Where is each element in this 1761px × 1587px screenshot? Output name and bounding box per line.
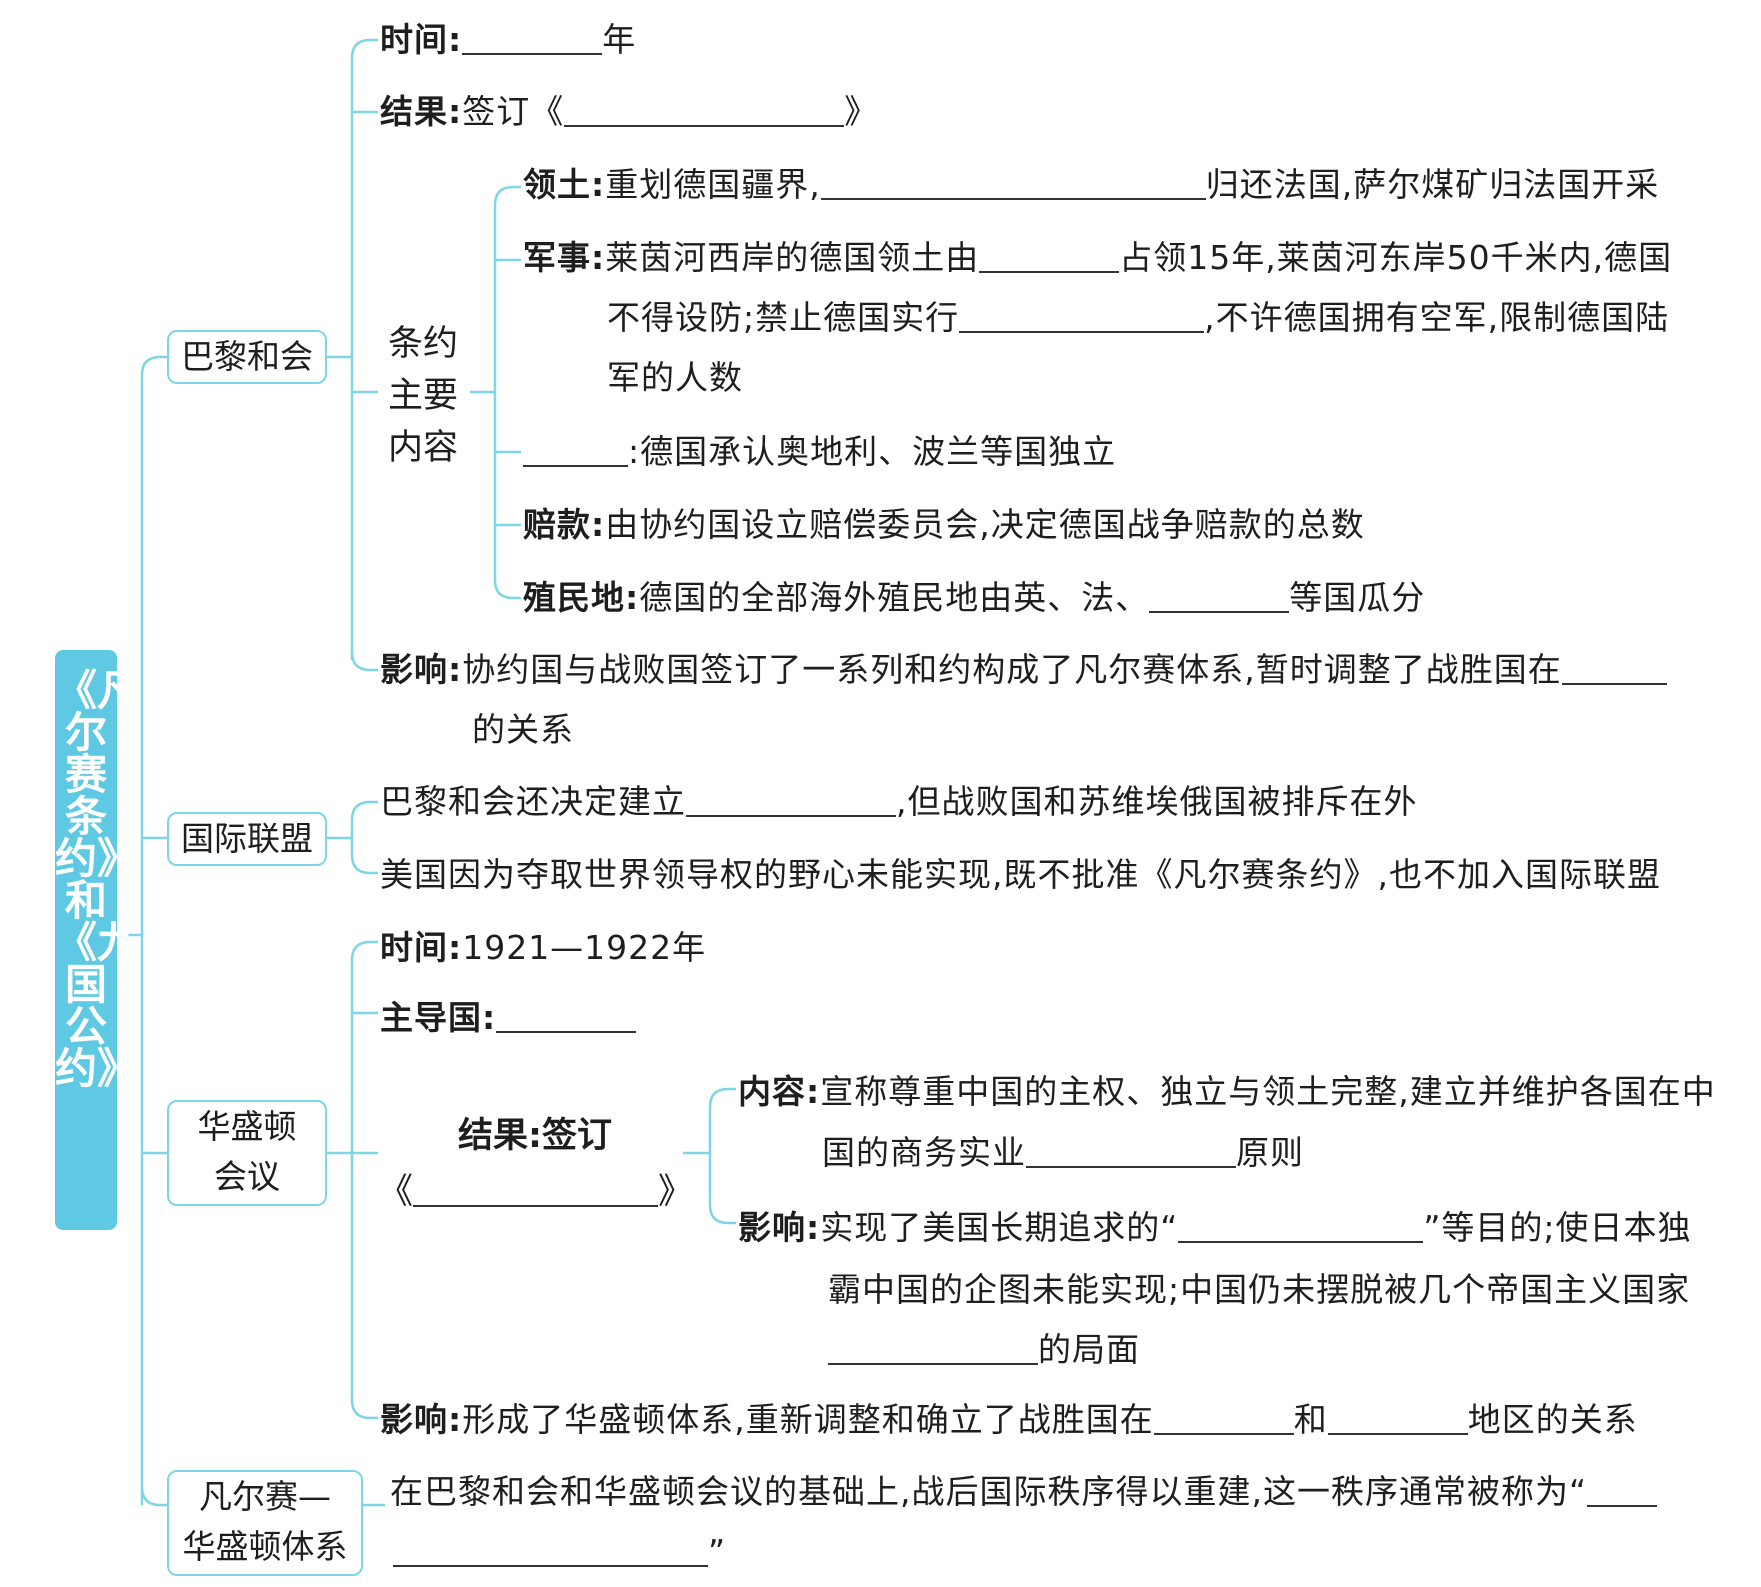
region-blank-1[interactable] bbox=[1153, 1403, 1294, 1435]
washington-content-row: 内容:宣称尊重中国的主权、独立与领土完整,建立并维护各国在中 bbox=[738, 1072, 1716, 1111]
league-blank[interactable] bbox=[686, 785, 896, 817]
paris-time-row: 时间:年 bbox=[380, 20, 637, 59]
washington-treaty-blank[interactable] bbox=[413, 1175, 659, 1207]
principle-blank[interactable] bbox=[1026, 1136, 1236, 1168]
military-row: 军事:莱茵河西岸的德国领土由占领15年,莱茵河东岸50千米内,德国 bbox=[523, 238, 1673, 277]
leader-country-blank[interactable] bbox=[496, 1001, 637, 1033]
military-system-blank[interactable] bbox=[959, 301, 1205, 333]
system-row-1: 在巴黎和会和华盛顿会议的基础上,战后国际秩序得以重建,这一秩序通常被称为“ bbox=[390, 1472, 1658, 1512]
washington-time-row: 时间:1921—1922年 bbox=[380, 928, 707, 967]
washington-content-row-2: 国的商务实业原则 bbox=[822, 1133, 1304, 1172]
washington-effect-row: 影响:实现了美国长期追求的“”等目的;使日本独 bbox=[738, 1208, 1692, 1247]
military-row-2: 不得设防;禁止德国实行,不许德国拥有空军,限制德国陆 bbox=[607, 298, 1670, 337]
system-blank-1[interactable] bbox=[1587, 1475, 1658, 1507]
independence-row: :德国承认奥地利、波兰等国独立 bbox=[523, 432, 1116, 472]
region-blank-2[interactable] bbox=[1327, 1403, 1468, 1435]
root-title-box: 《凡尔赛条约》和《九国公约》 bbox=[55, 650, 140, 1230]
league-title: 国际联盟 bbox=[181, 819, 313, 858]
territory-row: 领土:重划德国疆界,归还法国,萨尔煤矿归法国开采 bbox=[523, 165, 1660, 204]
washington-impact-row: 影响:形成了华盛顿体系,重新调整和确立了战胜国在和地区的关系 bbox=[380, 1400, 1638, 1439]
territory-blank[interactable] bbox=[820, 168, 1206, 200]
colonies-blank[interactable] bbox=[1149, 581, 1290, 613]
league-row-1: 巴黎和会还决定建立,但战败国和苏维埃俄国被排斥在外 bbox=[380, 782, 1418, 821]
colonies-row: 殖民地:德国的全部海外殖民地由英、法、等国瓜分 bbox=[523, 578, 1426, 617]
paris-result-row: 结果:签订《》 bbox=[380, 92, 879, 131]
paris-time-blank[interactable] bbox=[462, 23, 603, 55]
paris-impact-blank[interactable] bbox=[1561, 653, 1667, 685]
washington-effect-row-3: 的局面 bbox=[828, 1330, 1140, 1370]
paris-treaty-blank[interactable] bbox=[564, 95, 845, 127]
system-blank-2[interactable] bbox=[393, 1535, 708, 1567]
versailles-washington-system-box: 凡尔赛— 华盛顿体系 bbox=[167, 1470, 363, 1576]
military-row-3: 军的人数 bbox=[607, 358, 743, 397]
washington-effect-row-2: 霸中国的企图未能实现;中国仍未摆脱被几个帝国主义国家 bbox=[828, 1270, 1691, 1309]
root-title: 《凡尔赛条约》和《九国公约》 bbox=[55, 666, 140, 1093]
paris-impact-row-2: 的关系 bbox=[472, 710, 574, 749]
system-row-2: ” bbox=[393, 1532, 726, 1572]
us-goal-blank[interactable] bbox=[1178, 1211, 1424, 1243]
paris-peace-conference-box: 巴黎和会 bbox=[167, 330, 327, 384]
paris-title: 巴黎和会 bbox=[181, 337, 313, 376]
independence-label-blank[interactable] bbox=[523, 435, 628, 467]
washington-conference-box: 华盛顿 会议 bbox=[167, 1100, 327, 1206]
league-row-2: 美国因为夺取世界领导权的野心未能实现,既不批准《凡尔赛条约》,也不加入国际联盟 bbox=[380, 855, 1661, 894]
washington-leader-row: 主导国: bbox=[380, 998, 637, 1038]
treaty-terms-title: 条约 主要 内容 bbox=[388, 324, 459, 468]
reparations-row: 赔款:由协约国设立赔偿委员会,决定德国战争赔款的总数 bbox=[523, 505, 1365, 544]
washington-result: 结果:签订 《》 bbox=[378, 1116, 694, 1212]
military-occupier-blank[interactable] bbox=[979, 241, 1120, 273]
paris-impact-row: 影响:协约国与战败国签订了一系列和约构成了凡尔赛体系,暂时调整了战胜国在 bbox=[380, 650, 1667, 690]
league-of-nations-box: 国际联盟 bbox=[167, 812, 327, 866]
situation-blank[interactable] bbox=[828, 1333, 1038, 1365]
